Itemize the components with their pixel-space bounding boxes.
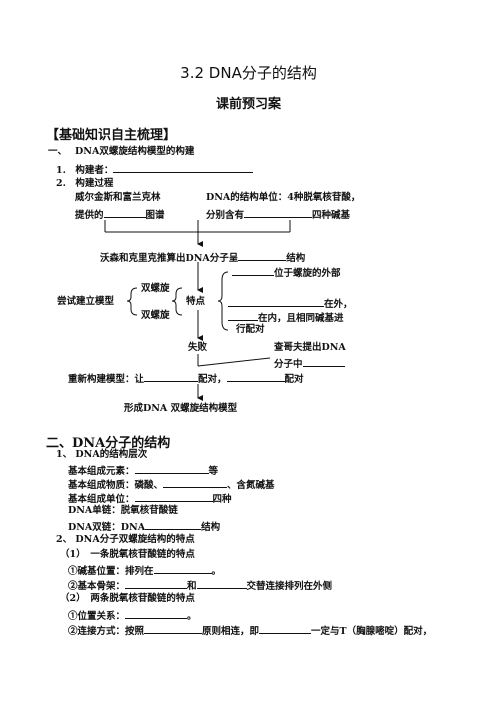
flow-features: 特点	[186, 296, 206, 307]
flow-bases: 分别含有四种碱基	[206, 207, 350, 222]
blank-feature-3[interactable]	[228, 310, 258, 321]
s2-features: 2、 DNA分子双螺旋结构的特点	[56, 534, 195, 545]
section2-heading: 二、DNA分子的结构	[46, 436, 171, 451]
page-title: 3.2 DNA分子的结构	[180, 64, 317, 82]
blank-builders[interactable]	[113, 162, 254, 173]
s2-connection: ②连接方式：按照原则相连，即一定与T（胸腺嘧啶）配对，	[68, 623, 432, 638]
flow-feature-2: 在外，	[228, 296, 353, 311]
blank-units[interactable]	[134, 491, 213, 502]
flow-chargaff: 查哥夫提出DNA	[274, 342, 346, 353]
s2-substances: 基本组成物质：磷酸、、含氮碱基	[68, 477, 275, 492]
blank-structure[interactable]	[238, 250, 287, 261]
s2-position: ①位置关系：。	[68, 608, 197, 623]
s2-two-strands: （2） 两条脱氧核苷酸链的特点	[60, 593, 195, 604]
s2-levels: 1、 DNA的结构层次	[56, 449, 148, 460]
blank-bases[interactable]	[244, 207, 313, 218]
s2-one-strand: （1） 一条脱氧核苷酸链的特点	[60, 549, 195, 560]
flow-try-model: 尝试建立模型	[57, 296, 115, 307]
section1-heading: 【基础知识自主梳理】	[46, 128, 177, 143]
s2-elements: 基本组成元素：等	[68, 463, 218, 478]
s2-units: 基本组成单位：四种	[68, 491, 232, 506]
flow-feature-1: 位于螺旋的外部	[232, 265, 341, 280]
flow-feature-3: 在内，且相同碱基进	[228, 310, 344, 325]
flow-feature-3-cont: 行配对	[236, 324, 265, 335]
blank-double-structure[interactable]	[145, 519, 202, 530]
part1-title: 一、 DNA双螺旋结构模型的构建	[48, 146, 195, 157]
page-subtitle: 课前预习案	[215, 97, 281, 112]
blank-base-a[interactable]	[259, 623, 312, 634]
blank-feature-1[interactable]	[232, 265, 274, 276]
s2-base-position: ①碱基位置：排列在。	[68, 563, 221, 578]
blank-feature-2[interactable]	[228, 296, 324, 307]
blank-pair-1[interactable]	[144, 371, 199, 382]
s2-backbone: ②基本骨架：和交替连接排列在外侧	[68, 578, 332, 593]
blank-pair-2[interactable]	[226, 371, 285, 382]
flow-xray: 提供的图谱	[75, 207, 165, 222]
item1-builders: 1. 构建者：	[56, 162, 254, 177]
blank-backbone-1[interactable]	[125, 578, 188, 589]
flow-watson-crick: 沃森和克里克推算出DNA分子呈结构	[100, 250, 305, 265]
blank-position[interactable]	[125, 608, 188, 619]
blank-xray[interactable]	[103, 207, 146, 218]
blank-backbone-2[interactable]	[196, 578, 247, 589]
blank-chargaff[interactable]	[302, 356, 345, 367]
blank-sugar[interactable]	[163, 477, 228, 488]
flow-wilkins: 威尔金斯和富兰克林	[75, 192, 161, 203]
blank-elements[interactable]	[134, 463, 209, 474]
flow-fail: 失败	[188, 342, 208, 353]
flow-double-helix-2: 双螺旋	[141, 310, 170, 321]
flow-double-helix-1: 双螺旋	[141, 283, 170, 294]
item2-process: 2. 构建过程	[56, 178, 114, 189]
flow-units: DNA的结构单位：4种脱氧核苷酸，	[206, 192, 361, 203]
flow-final: 形成DNA 双螺旋结构模型	[124, 403, 238, 414]
blank-base-position[interactable]	[153, 563, 212, 574]
blank-principle[interactable]	[144, 623, 203, 634]
flow-chargaff-2: 分子中	[274, 356, 345, 371]
s2-single-strand: DNA单链：脱氧核苷酸链	[68, 505, 178, 516]
flow-rebuild: 重新构建模型：让配对，配对	[68, 371, 304, 386]
